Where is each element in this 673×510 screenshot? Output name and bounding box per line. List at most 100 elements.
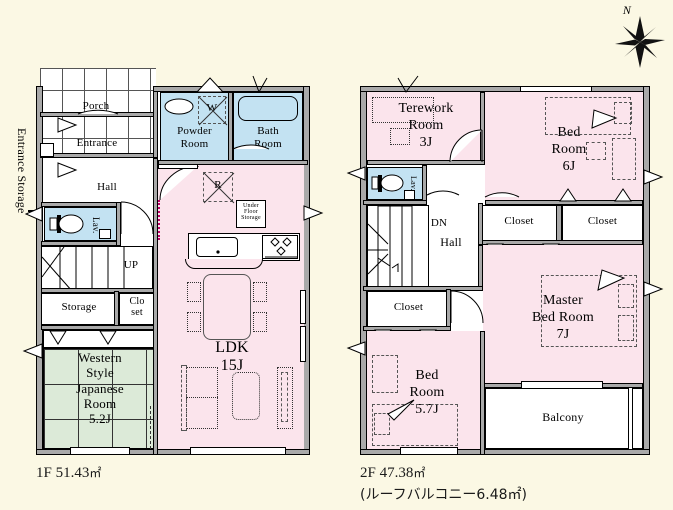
telework-chair — [390, 128, 410, 145]
japanese-room — [43, 348, 157, 449]
storage-label: Storage — [61, 301, 97, 313]
stairs-up-1f — [41, 246, 153, 292]
porch-area — [40, 68, 156, 116]
entrance-storage-label: Entrance Storage — [15, 128, 29, 214]
floor2-caption: 2F 47.38㎡ (ルーフバルコニー6.48㎡) — [360, 464, 660, 510]
closet-1f — [119, 293, 155, 325]
hall-2f-label: Hall — [440, 235, 462, 249]
wall-lav-1f-top — [41, 202, 121, 207]
bed-57j-nighttable — [374, 413, 390, 435]
bed-57j-lamp — [387, 399, 415, 421]
exterior-window-left-1f-b — [22, 343, 43, 359]
refrigerator-slot — [203, 172, 235, 204]
tv-unit — [277, 367, 293, 429]
toilet-fixture-2f — [371, 172, 404, 195]
bed-57j-window-bottom — [400, 447, 458, 455]
entrance-sliding-arrow-1 — [57, 117, 78, 133]
toilet-fixture-1f — [49, 212, 84, 236]
north-compass-rose — [612, 4, 668, 68]
porch-door-swing — [77, 86, 119, 115]
window-bottom-1f-ldk — [190, 447, 286, 455]
bath-door-swing — [232, 119, 270, 150]
hall-1f-label: Hall — [97, 181, 117, 193]
sofa-sectional — [186, 367, 218, 429]
bed-room-57j-label: Bed Room 5.7J — [409, 368, 445, 417]
dn-label: DN — [430, 217, 448, 229]
dining-chair-2 — [187, 312, 201, 332]
kitchen-stove — [262, 235, 298, 259]
sofa-back — [181, 365, 187, 431]
bed-57j-bed — [372, 404, 458, 446]
bed-room-57j — [367, 331, 483, 449]
ldk-entry-door-panel — [158, 164, 198, 169]
ldk-hall-partition — [158, 200, 161, 240]
japanese-room-window-sill — [70, 447, 130, 455]
master-lamp — [597, 268, 626, 291]
closet-2f-top-left — [481, 205, 557, 242]
lav-1f-door-swing — [120, 201, 154, 235]
exterior-window-left-2f-b — [346, 341, 366, 356]
tv-screen — [281, 372, 288, 422]
balcony-rail-divider — [628, 388, 633, 449]
up-label: UP — [123, 259, 139, 271]
wall-bottom-1f — [36, 449, 310, 455]
bed-57j-wardrobe — [372, 355, 398, 393]
bed-6j-bed — [545, 97, 631, 135]
bed-room-6j-label: Bed Room 6J — [551, 125, 587, 174]
lav-2f-label: Lav. — [409, 175, 418, 191]
japanese-room-closet-arrow-2 — [99, 330, 117, 345]
japanese-room-label: Western Style Japanese Room 5.2J — [76, 350, 124, 427]
lav-2f-door-swing — [426, 165, 460, 196]
wall-bottom-2f — [360, 449, 650, 455]
telework-door-swing — [449, 129, 483, 163]
dining-chair-4 — [253, 312, 267, 332]
dining-chair-1 — [187, 282, 201, 302]
balcony-label: Balcony — [542, 410, 584, 424]
powder-room-sink — [164, 98, 194, 115]
bed-6j-window-right — [643, 169, 664, 185]
master-night-table-2 — [618, 315, 634, 341]
closet-2f-top-right-label: Closet — [587, 215, 618, 227]
japanese-room-closet-arrow-1 — [49, 330, 67, 345]
bed-6j-desk — [612, 138, 636, 180]
floor1-caption: 1F 51.43㎡ — [36, 464, 276, 488]
balcony — [485, 388, 643, 449]
wall-telework-bottom — [367, 160, 485, 165]
lav-1f-sink — [99, 229, 111, 239]
bed-room-6j — [485, 92, 643, 205]
lav-1f-label: Lav. — [91, 216, 101, 234]
lav-2f-sink — [404, 190, 415, 200]
bed-6j-closet-arrow-1 — [559, 188, 577, 202]
closet-2f-left-label: Closet — [393, 301, 424, 313]
exterior-window-right-1f-a — [303, 205, 324, 221]
ldk-label: LDK 15J — [215, 339, 249, 374]
bed-6j-lamp — [591, 108, 618, 129]
porch-label: Porch — [82, 100, 110, 112]
wall-closet-left-bottom-2f — [363, 326, 451, 331]
floor2-caption-roof-balcony: (ルーフバルコニー6.48㎡) — [360, 487, 527, 503]
wall-right-2f — [643, 86, 650, 455]
floor1-caption-unit: ㎡ — [89, 466, 102, 480]
floor1-caption-text: 1F 51.43 — [36, 465, 90, 481]
telework-room-window — [397, 75, 420, 93]
exterior-window-left-2f-a — [346, 166, 366, 181]
bed-6j-closet-arrow-2 — [614, 188, 632, 202]
bed-57j-door-swing — [450, 290, 484, 324]
stairs-dn-2f — [367, 205, 429, 293]
wall-57j-right — [480, 331, 485, 455]
master-night-table-1 — [618, 284, 634, 308]
bed-6j-stool — [586, 142, 606, 160]
bath-room-window — [252, 75, 273, 94]
bed-6j-door-swing — [484, 165, 520, 198]
wall-entrance-bottom — [40, 153, 158, 158]
wall-left-2f — [360, 86, 367, 455]
wall-bath-bottom — [158, 160, 308, 165]
entrance-storage-door — [40, 143, 54, 157]
wall-entrance-right — [153, 86, 158, 158]
master-bed — [541, 275, 637, 347]
sofa-divider — [186, 397, 218, 398]
refrigerator-label: R — [214, 179, 222, 191]
floor2-caption-text: 2F 47.38 — [360, 465, 414, 481]
dining-table — [203, 274, 251, 340]
